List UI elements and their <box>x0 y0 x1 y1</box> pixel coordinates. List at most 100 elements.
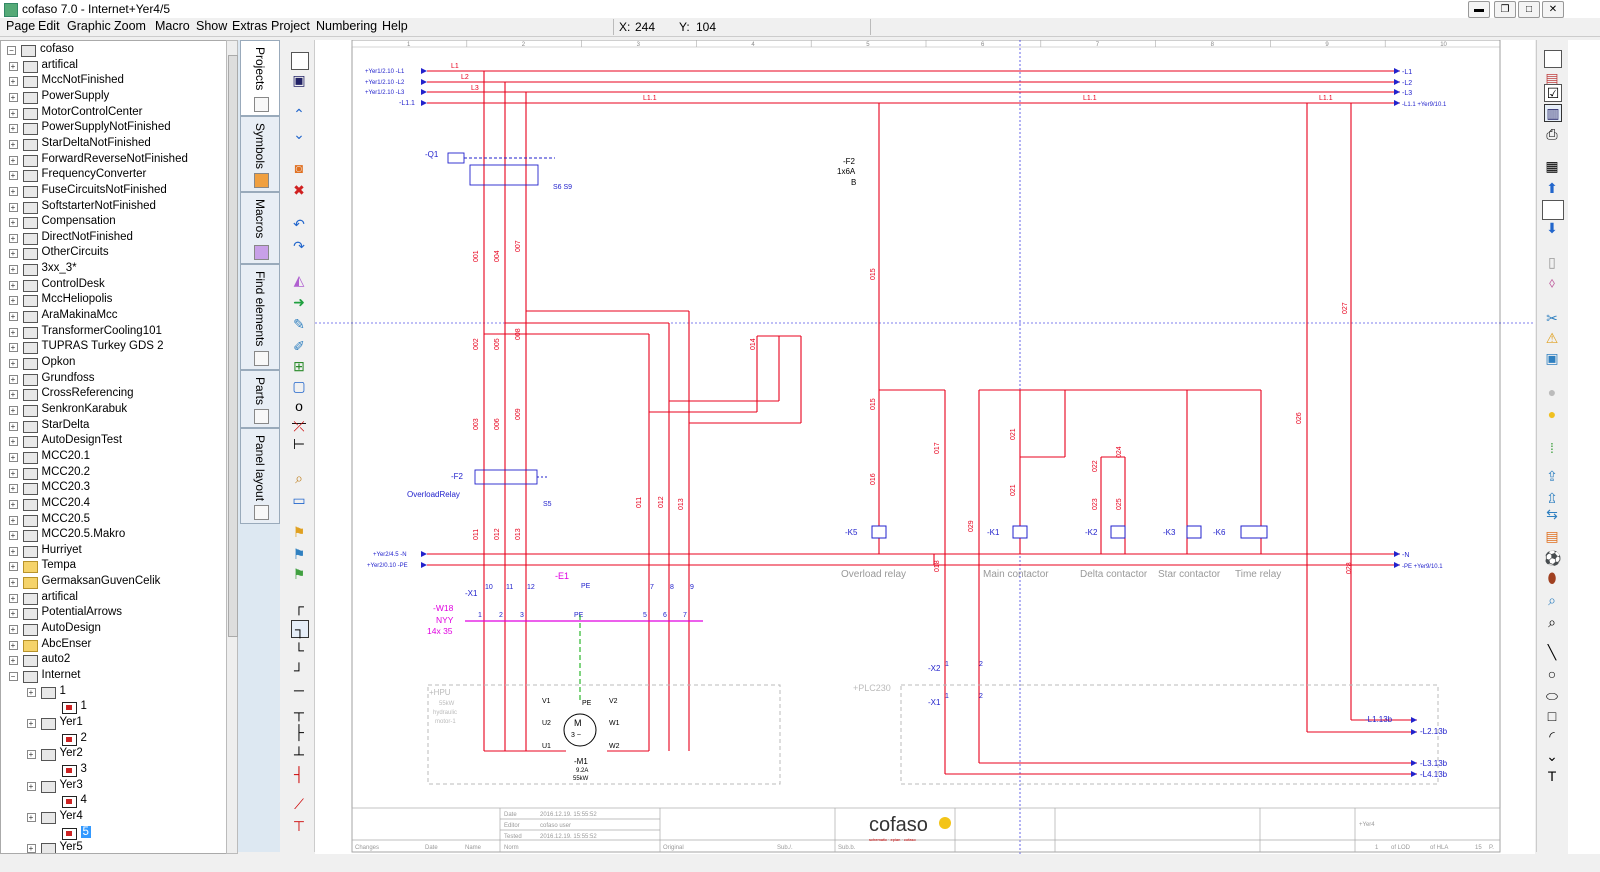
delete-icon[interactable]: ✖ <box>293 182 305 198</box>
circle-tool-icon[interactable]: ○ <box>1547 666 1557 682</box>
expand-icon[interactable]: + <box>8 515 18 525</box>
tree-scroll-thumb[interactable] <box>228 55 238 637</box>
minimize-icon[interactable]: ▬ <box>1468 1 1490 18</box>
arrow-down-icon[interactable]: ⬇ <box>1546 220 1558 236</box>
tab-projects[interactable]: Projects <box>240 40 280 116</box>
expand-icon[interactable]: + <box>8 562 18 572</box>
tag-icon[interactable]: ⬨ <box>1548 274 1556 290</box>
tree-structure-icon[interactable]: ⊞ <box>293 358 305 374</box>
find-icon[interactable]: ⌕ <box>1548 592 1556 608</box>
corner-br-icon[interactable]: ┘ <box>294 662 304 678</box>
expand-icon[interactable]: + <box>8 656 18 666</box>
flag-green-icon[interactable]: ⚑ <box>292 566 306 582</box>
new-page-icon[interactable] <box>291 52 309 70</box>
menu-graphic[interactable]: Graphic <box>67 19 111 33</box>
bulb-on-icon[interactable]: ● <box>1547 406 1557 422</box>
corner-tl-icon[interactable]: ┌ <box>294 598 304 614</box>
expand-icon[interactable]: + <box>8 468 18 478</box>
window-icon[interactable]: ▭ <box>292 492 306 508</box>
soccer-icon[interactable]: ⚽ <box>1544 550 1562 566</box>
jump-icon[interactable]: ⊤ <box>292 818 306 834</box>
collapse-icon[interactable]: − <box>8 672 18 681</box>
page-down-icon[interactable]: ⌄ <box>293 126 305 142</box>
expand-icon[interactable]: + <box>8 139 18 149</box>
expand-icon[interactable]: + <box>8 593 18 603</box>
page-up-icon[interactable]: ⌃ <box>293 106 305 122</box>
expand-icon[interactable]: + <box>8 233 18 243</box>
expand-icon[interactable]: + <box>8 61 18 71</box>
menu-page[interactable]: Page <box>6 19 36 33</box>
expand-icon[interactable]: + <box>8 108 18 118</box>
restore-icon[interactable]: ❐ <box>1494 1 1516 18</box>
measure-icon[interactable]: ⊢ <box>292 436 306 452</box>
print-icon[interactable]: ⎙ <box>1546 126 1558 142</box>
save-icon[interactable]: ▣ <box>292 72 306 88</box>
wrench-icon[interactable]: ✂ <box>1546 310 1558 326</box>
wire-cut-icon[interactable]: ⤫ <box>293 418 305 434</box>
menu-zoom[interactable]: Zoom <box>114 19 146 33</box>
expand-icon[interactable]: + <box>8 171 18 181</box>
expand-icon[interactable]: + <box>8 155 18 165</box>
expand-icon[interactable]: + <box>8 92 18 102</box>
expand-icon[interactable]: + <box>8 296 18 306</box>
pdf-icon[interactable]: ▤ <box>1545 528 1559 544</box>
expand-icon[interactable]: + <box>8 374 18 384</box>
menu-edit[interactable]: Edit <box>38 19 60 33</box>
tab-macros[interactable]: Macros <box>240 192 280 264</box>
feed-icon[interactable]: ◙ <box>294 160 304 176</box>
document-icon[interactable] <box>1544 50 1562 68</box>
flag-yellow-icon[interactable]: ⚑ <box>292 524 306 540</box>
connector-icon[interactable]: o— <box>292 398 306 430</box>
expand-icon[interactable]: + <box>8 77 18 87</box>
flag-blue-icon[interactable]: ⚑ <box>292 546 306 562</box>
motor-symbol[interactable] <box>505 713 597 752</box>
tree-scrollbar[interactable] <box>226 40 238 854</box>
tab-panel-layout[interactable]: Panel layout <box>240 428 280 524</box>
magnifier-icon[interactable]: ⌕ <box>1548 614 1556 630</box>
expand-icon[interactable]: + <box>8 437 18 447</box>
tab-symbols[interactable]: Symbols <box>240 116 280 192</box>
arc-tool-icon[interactable]: ◜ <box>1549 728 1555 744</box>
expand-icon[interactable]: + <box>8 280 18 290</box>
tab-parts[interactable]: Parts <box>240 370 280 428</box>
warning-icon[interactable]: ⚠ <box>1545 330 1559 346</box>
expand-icon[interactable]: + <box>8 249 18 259</box>
expand-icon[interactable]: + <box>26 781 36 791</box>
menu-numbering[interactable]: Numbering <box>316 19 378 33</box>
expand-icon[interactable]: + <box>26 812 36 822</box>
layout-icon[interactable]: ▥ <box>1544 104 1562 122</box>
menu-macro[interactable]: Macro <box>155 19 190 33</box>
select-box-icon[interactable]: ▢ <box>292 378 306 394</box>
close-icon[interactable]: ✕ <box>1542 1 1564 18</box>
expand-icon[interactable]: + <box>8 499 18 509</box>
expand-icon[interactable]: + <box>8 405 18 415</box>
expand-icon[interactable]: + <box>8 359 18 368</box>
expand-icon[interactable]: + <box>8 327 18 337</box>
expand-icon[interactable]: + <box>8 202 18 212</box>
football-icon[interactable]: ⬮ <box>1547 570 1557 586</box>
expand-icon[interactable]: + <box>8 640 18 650</box>
expand-icon[interactable]: + <box>8 609 18 619</box>
overload-relay[interactable] <box>474 469 547 485</box>
window-icon-right[interactable]: ▣ <box>1545 350 1559 366</box>
expand-icon[interactable]: + <box>8 186 18 196</box>
expand-icon[interactable]: + <box>8 265 18 275</box>
expand-icon[interactable]: + <box>8 124 18 134</box>
collapse-icon[interactable]: − <box>7 46 16 55</box>
text-tool-icon[interactable]: T <box>1547 768 1557 784</box>
checklist-icon[interactable]: ☑ <box>1544 84 1562 102</box>
redo-icon[interactable]: ↷ <box>293 238 305 254</box>
menu-project[interactable]: Project <box>271 19 310 33</box>
junction-icon[interactable]: ┤ <box>294 766 304 782</box>
pen-icon[interactable]: ✎ <box>293 316 305 332</box>
menu-extras[interactable]: Extras <box>232 19 268 33</box>
expand-icon[interactable]: + <box>26 687 36 697</box>
macro-insert-icon[interactable]: ◭ <box>293 272 305 288</box>
tee-up-icon[interactable]: ┴ <box>294 746 304 762</box>
arrow-right-icon[interactable]: ➜ <box>293 294 305 310</box>
bulb-off-icon[interactable]: ● <box>1547 384 1557 400</box>
expand-icon[interactable]: + <box>8 546 18 556</box>
expand-icon[interactable]: + <box>8 452 18 462</box>
rectangle-tool-icon[interactable]: □ <box>1547 708 1557 724</box>
sync-icon[interactable]: ⇆ <box>1546 506 1558 522</box>
